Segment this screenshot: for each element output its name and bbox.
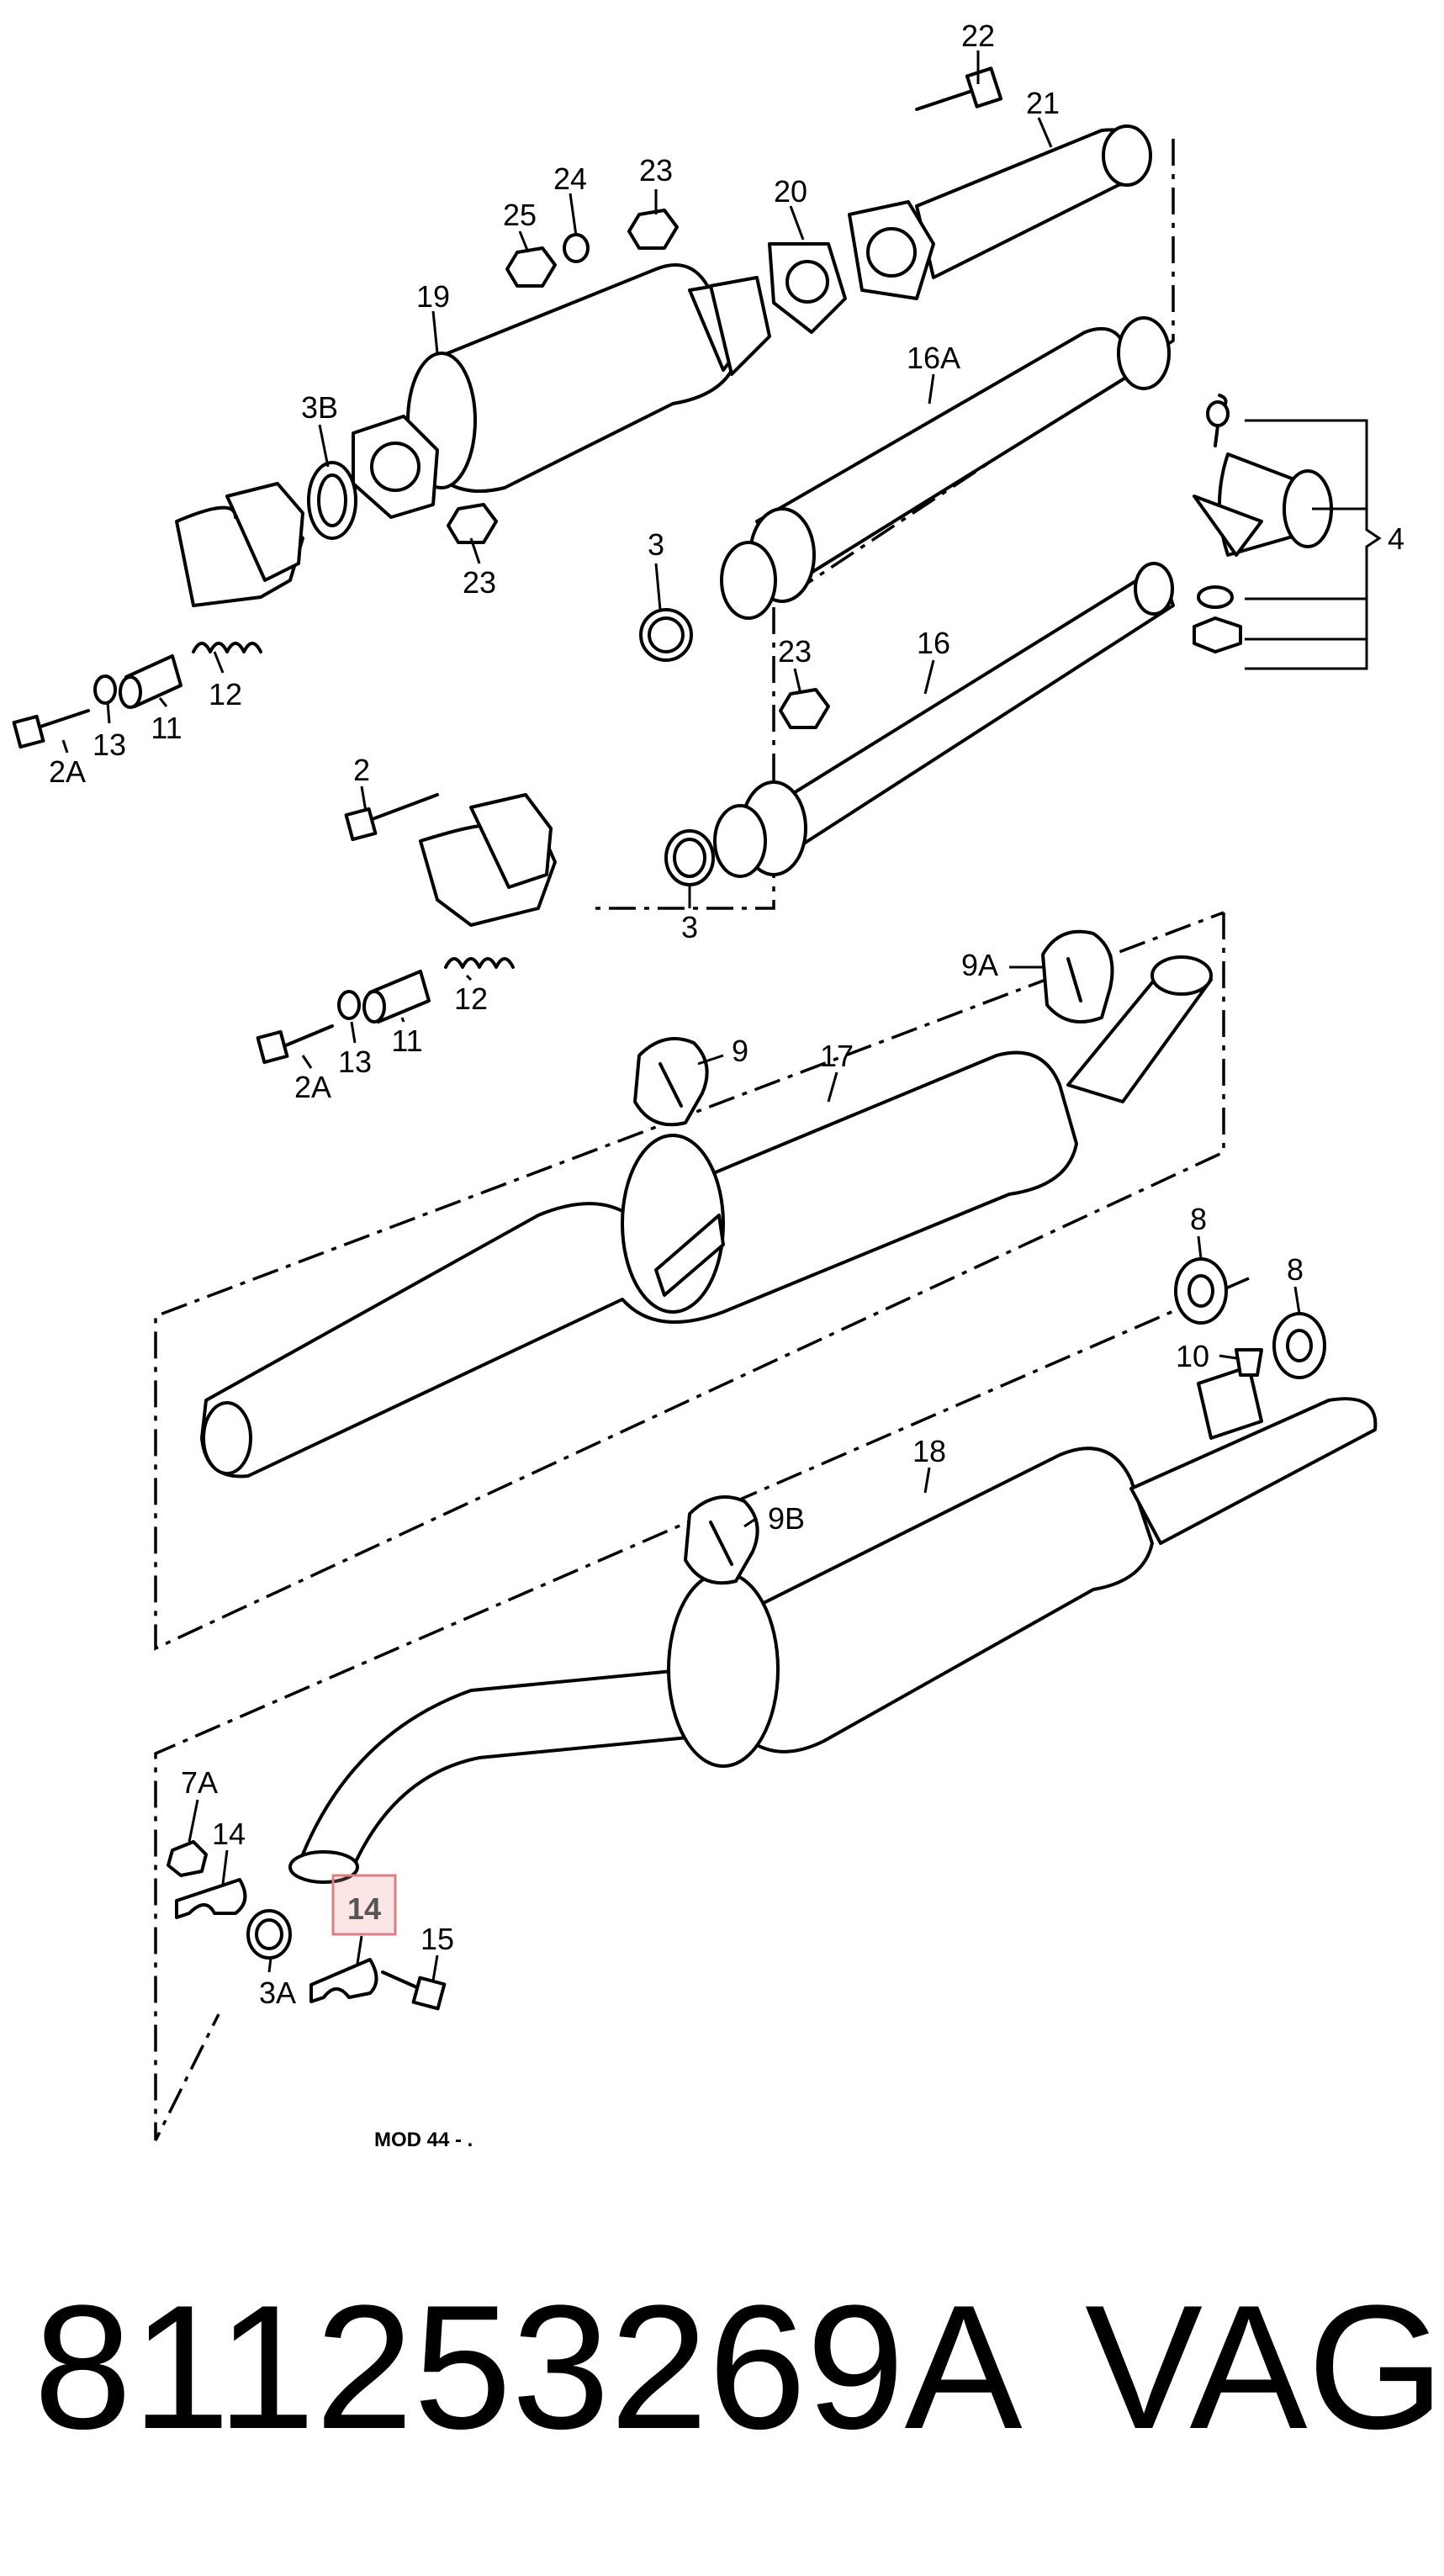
model-note: MOD 44 - .: [374, 2129, 473, 2151]
callout-11-a: 11: [151, 711, 182, 745]
carriage-bolt-4: [1206, 394, 1230, 447]
nut-7A: [167, 1840, 208, 1877]
pipe-16: [713, 562, 1175, 878]
front-pipe-21: [848, 124, 1152, 300]
leader-lines: [61, 50, 1382, 1981]
callout-21: 21: [1026, 86, 1060, 120]
callout-25: 25: [503, 198, 537, 232]
spring-12-lower: [444, 957, 515, 969]
callout-12-b: 12: [454, 981, 488, 1016]
exhaust-system-diagram: 22 21 23 20 24 25 19 16A 3B 23 3 4 23 16…: [12, 19, 1404, 2151]
bolt-2A-upper: [12, 709, 90, 749]
callout-8-b: 8: [1287, 1252, 1304, 1287]
gasket-20: [768, 242, 847, 334]
callout-14-upper: 14: [212, 1817, 246, 1851]
callout-23-a: 23: [639, 153, 673, 188]
rubber-mount-9A: [1041, 929, 1114, 1024]
callout-2A-a: 2A: [49, 754, 86, 789]
middle-silencer-17: [200, 955, 1213, 1478]
nut-23-lower: [447, 503, 498, 544]
group-frame-front: [589, 139, 1175, 910]
callout-19: 19: [416, 279, 450, 314]
callout-3A: 3A: [259, 1976, 296, 2010]
callout-11-b: 11: [391, 1024, 422, 1058]
bolt-2: [344, 793, 439, 842]
flange-catalyst-inlet: [352, 415, 439, 519]
bolt-22: [915, 66, 1003, 111]
sleeve-11-lower: [362, 970, 431, 1024]
rubber-mount-9B: [684, 1495, 759, 1585]
callout-20: 20: [774, 174, 807, 209]
plug-10: [1235, 1348, 1263, 1377]
gasket-3B: [307, 461, 357, 540]
ring-3-lower: [664, 829, 715, 886]
spring-12-upper: [192, 642, 262, 653]
washer-24: [563, 233, 590, 263]
pipe-16A: [720, 316, 1171, 620]
callout-9: 9: [732, 1034, 748, 1068]
sleeve-11-upper: [119, 654, 182, 709]
callout-18: 18: [912, 1434, 946, 1468]
callout-12-a: 12: [209, 677, 242, 711]
washer-13-lower: [337, 990, 361, 1020]
callout-24: 24: [553, 161, 587, 196]
callout-16: 16: [917, 626, 950, 660]
bolt-15: [381, 1970, 447, 2011]
nut-25: [505, 246, 557, 288]
callout-22: 22: [961, 19, 995, 53]
ring-3-upper: [639, 608, 693, 662]
callout-2: 2: [353, 753, 370, 787]
rear-silencer-18: [288, 1397, 1378, 1884]
brand-name: VAG: [1085, 2268, 1444, 2466]
highlight-box-14: [331, 1874, 397, 1936]
callout-9A: 9A: [961, 948, 998, 982]
callout-7A: 7A: [181, 1765, 218, 1800]
callout-23-c: 23: [778, 634, 812, 669]
nut-23-top: [627, 209, 679, 250]
callout-3-a: 3: [648, 527, 664, 562]
callout-3B: 3B: [301, 390, 338, 425]
callout-16A: 16A: [907, 341, 960, 375]
callout-3-b: 3: [681, 910, 698, 944]
gasket-8-left: [1174, 1257, 1228, 1325]
clamp-14-lower: [309, 1958, 378, 2003]
washer-13-upper: [93, 674, 117, 705]
nut-23-middle: [779, 688, 830, 729]
callout-10: 10: [1176, 1339, 1209, 1373]
callout-15: 15: [421, 1922, 454, 1956]
nut-4: [1193, 616, 1242, 653]
callout-17: 17: [820, 1039, 854, 1073]
gasket-8-right: [1272, 1312, 1326, 1379]
part-number: 811253269A: [34, 2268, 1023, 2466]
rubber-mount-9: [633, 1037, 709, 1127]
callout-23-b: 23: [463, 565, 496, 600]
manifold-flange-upper: [175, 482, 304, 607]
manifold-flange-lower: [419, 793, 557, 927]
callout-14-highlighted: 14: [347, 1891, 381, 1926]
ring-3A: [246, 1909, 292, 1960]
callout-8-a: 8: [1190, 1202, 1207, 1236]
callout-2A-b: 2A: [294, 1070, 331, 1104]
group-frame-middle: [154, 911, 1225, 1651]
callout-4: 4: [1388, 521, 1404, 556]
callout-13-a: 13: [93, 727, 126, 762]
clamp-assembly-4: [1193, 452, 1333, 557]
tailpipe-bracket: [1197, 1365, 1263, 1440]
callout-9B: 9B: [768, 1501, 805, 1536]
callout-13-b: 13: [338, 1045, 372, 1079]
clamp-14-upper: [175, 1878, 247, 1919]
catalytic-converter-19: [406, 263, 771, 493]
washer-4: [1197, 585, 1234, 609]
bolt-2A-lower: [256, 1024, 334, 1065]
